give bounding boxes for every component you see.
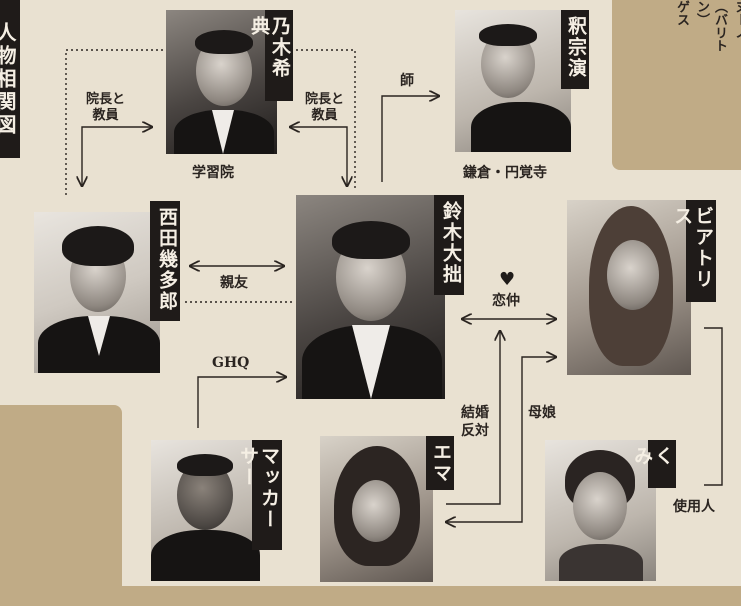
relation-ghq: GHQ [212, 355, 250, 371]
photo-mccarthy [151, 440, 260, 581]
nametag-beatrice: ビアトリス [671, 200, 716, 302]
suit [151, 530, 260, 581]
relation-friend: 親友 [220, 275, 248, 291]
line-beatrice-kumi [704, 327, 723, 486]
relation-principal-right: 院長と 教員 [305, 92, 344, 124]
relation-line: 院長と [86, 92, 126, 107]
hair [195, 30, 253, 54]
relation-teacher: 師 [400, 73, 414, 89]
photo-nishida [34, 212, 160, 373]
corner-text-line: （バリトン） [694, 0, 727, 52]
relation-line: 教員 [92, 108, 119, 123]
hair [177, 454, 233, 476]
band-top-right [612, 0, 741, 170]
arrow-mccarthy-suzuki [197, 377, 286, 428]
arrow-nogi-suzuki [290, 127, 347, 186]
hair [62, 226, 134, 266]
corner-text-line: ヌーノ [732, 0, 741, 39]
arrow-nishida-nogi [82, 127, 152, 186]
relation-servant: 使用人 [673, 499, 715, 515]
relation-opposed: 結婚 反対 [461, 404, 489, 440]
page-title: 人物相関図 [0, 0, 20, 158]
hair [332, 221, 410, 259]
place-kamakura: 鎌倉・円覚寺 [463, 165, 547, 181]
photo-nogi [166, 10, 277, 154]
nametag-mccarthy: マッカーサー [237, 440, 282, 550]
photo-beatrice [567, 200, 691, 375]
suit [471, 102, 571, 152]
face [352, 480, 400, 542]
nametag-kumi: くみ [631, 440, 676, 488]
relation-mother-daughter: 母娘 [528, 405, 556, 421]
nametag-nishida: 西田幾多郎 [150, 201, 180, 321]
arrow-emma-beatrice [446, 357, 556, 522]
face [607, 240, 659, 310]
place-gakushuin: 学習院 [192, 165, 234, 181]
photo-suzuki [296, 195, 445, 399]
hair [479, 24, 537, 46]
nametag-nogi: 乃木希典 [248, 10, 293, 101]
heart-icon: ♥ [499, 269, 516, 290]
photo-emma [320, 436, 433, 582]
relation-line: 結婚 [461, 405, 489, 421]
corner-text: ヌーノ （バリトン） ゲス [672, 0, 741, 70]
photo-shaku [455, 10, 571, 152]
face [573, 472, 627, 540]
arrow-suzuki-shaku [381, 96, 439, 182]
relation-line: 院長と [305, 92, 345, 107]
relation-lovers: 恋仲 [492, 293, 520, 309]
dress [559, 544, 643, 581]
band-bottom-strip [122, 586, 741, 606]
photo-kumi [545, 440, 656, 581]
relation-principal-left: 院長と 教員 [86, 92, 125, 124]
band-bottom-left [0, 405, 122, 606]
nametag-emma: エマ [426, 436, 454, 490]
relation-line: 反対 [461, 423, 489, 439]
nametag-shaku: 釈宗演 [561, 10, 589, 89]
relation-line: 教員 [311, 108, 338, 123]
corner-text-line: ゲス [674, 0, 689, 26]
nametag-suzuki: 鈴木大拙 [434, 195, 464, 295]
